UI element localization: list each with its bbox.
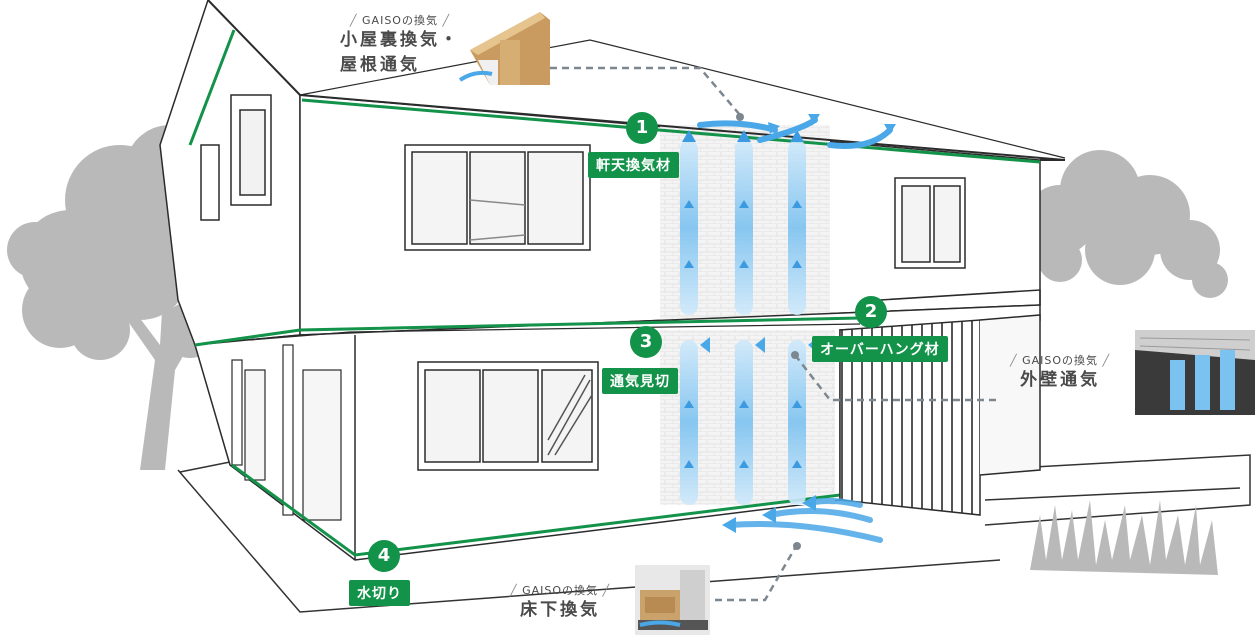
callout-floor-line1: 床下換気 — [520, 600, 601, 620]
callout-wall-line1: 外壁通気 — [1020, 370, 1101, 390]
callout-attic-line1: 小屋裏換気・ — [340, 30, 460, 50]
part-3-number: 3 — [630, 326, 662, 358]
callout-wall: GAISOの換気 外壁通気 — [1010, 352, 1110, 393]
ground — [177, 454, 1251, 613]
window-lower-left — [417, 361, 599, 471]
window-upper-right — [894, 177, 966, 269]
airflow-columns — [680, 114, 896, 543]
callout-floor: GAISOの換気 床下換気 — [510, 582, 610, 623]
leader-dot-attic — [736, 113, 744, 121]
callout-wall-prefix: GAISOの換気 — [1010, 352, 1110, 368]
attic-photo — [458, 12, 550, 85]
wall-photo — [1135, 330, 1255, 415]
leader-dot-wall — [791, 351, 799, 359]
window-upper-left — [404, 144, 591, 251]
callout-attic-prefix: GAISOの換気 — [340, 12, 460, 28]
callout-floor-prefix: GAISOの換気 — [510, 582, 610, 598]
part-1-number: 1 — [626, 112, 658, 144]
part-4-label: 水切り — [349, 580, 410, 606]
part-3-label: 通気見切 — [602, 368, 678, 394]
part-2-label: オーバーハング材 — [812, 336, 948, 362]
part-2-number: 2 — [855, 296, 887, 328]
callout-attic: GAISOの換気 小屋裏換気・ 屋根通気 — [340, 12, 460, 78]
part-4-number: 4 — [368, 540, 400, 572]
house-left-side — [159, 0, 301, 346]
floor-photo — [635, 565, 710, 635]
leader-dot-floor — [793, 542, 801, 550]
grass — [1030, 500, 1218, 575]
tree-right — [1025, 150, 1228, 298]
part-1-label: 軒天換気材 — [588, 152, 679, 178]
leader-lines — [550, 66, 1000, 602]
callout-attic-line2: 屋根通気 — [340, 55, 420, 75]
